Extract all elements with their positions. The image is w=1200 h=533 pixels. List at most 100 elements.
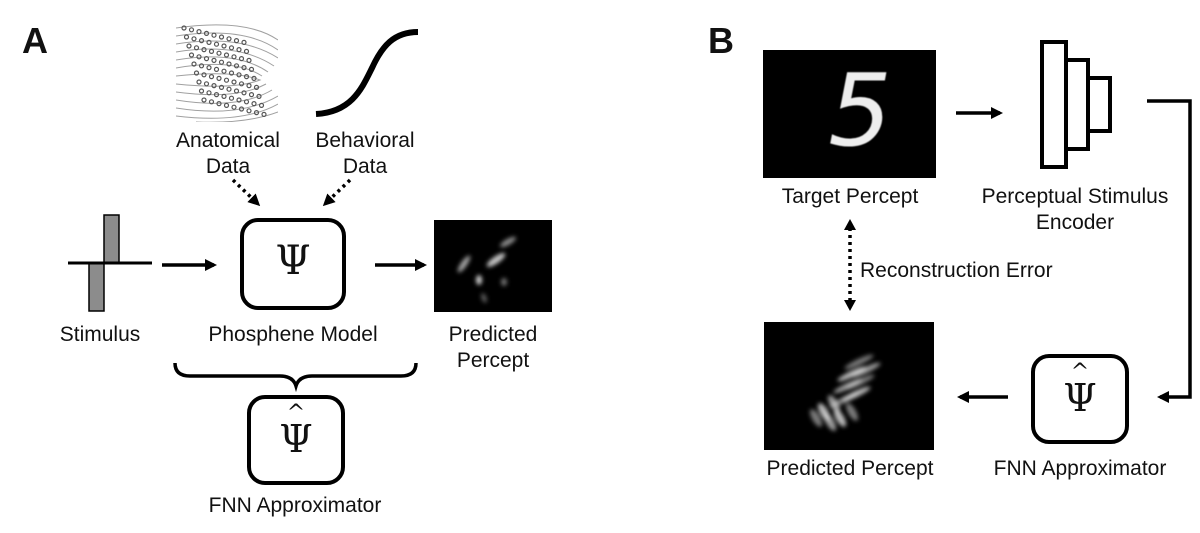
electrode-icon	[241, 90, 247, 96]
electrode-icon	[198, 63, 205, 69]
predicted-percept-b-image	[764, 322, 934, 450]
electrode-icon	[198, 38, 205, 44]
fnn-approximator-b-box: ^ Ψ	[1031, 354, 1129, 444]
electrode-icon	[221, 43, 227, 49]
electrode-icon	[213, 41, 220, 47]
electrode-icon	[246, 57, 252, 64]
electrode-icon	[248, 66, 255, 73]
encoder-label-line2: Encoder	[1035, 211, 1115, 234]
electrode-icon	[253, 109, 260, 116]
anatomical-data-label-line2: Data	[205, 155, 251, 178]
predicted-percept-a-image	[434, 220, 552, 312]
electrode-icon	[256, 93, 262, 100]
phosphene-streak	[809, 409, 823, 427]
electrode-icon	[206, 64, 212, 71]
electrode-icon	[233, 38, 240, 44]
psi-hat-symbol: Ψ	[279, 417, 313, 461]
anatomical-data-label-line1: Anatomical	[176, 129, 280, 152]
electrode-icon	[236, 72, 242, 78]
hat-symbol: ^	[286, 401, 306, 426]
electrode-icon	[228, 95, 235, 101]
electrode-icon	[231, 54, 237, 60]
electrode-icon	[191, 36, 197, 42]
electrode-icon	[226, 36, 232, 42]
electrode-icon	[181, 25, 187, 31]
electrode-icon	[216, 75, 222, 82]
electrode-icon	[203, 30, 210, 36]
target-percept-label: Target Percept	[781, 185, 919, 208]
electrode-icon	[201, 47, 207, 53]
phosphene-model-label: Phosphene Model	[208, 323, 378, 346]
electrode-icon	[261, 111, 267, 118]
fnn-approximator-b-label: FNN Approximator	[993, 457, 1167, 480]
electrode-icon	[226, 61, 232, 67]
electrode-icon	[211, 82, 217, 89]
electrode-icon	[198, 88, 205, 94]
electrode-icon	[241, 64, 247, 71]
phosphene-streak	[845, 403, 859, 421]
electrode-icon	[251, 75, 257, 82]
predicted-percept-a-label-line1: Predicted	[448, 323, 538, 346]
psi-symbol: Ψ	[275, 238, 311, 284]
electrode-icon	[208, 73, 215, 80]
electrode-icon	[248, 91, 255, 98]
electrode-icon	[246, 108, 252, 114]
electrode-icon	[251, 100, 257, 107]
electrode-icon	[228, 45, 235, 51]
electrode-icon	[233, 88, 240, 94]
behavioral-data-curve	[315, 29, 419, 117]
arrow-anatomical-to-model	[231, 178, 261, 207]
electrode-icon	[231, 79, 237, 85]
stimulus-waveform	[68, 214, 152, 312]
phosphene-streak	[827, 395, 841, 413]
target-percept-image: 5	[763, 50, 936, 178]
perceptual-stimulus-encoder-icon	[1040, 40, 1112, 169]
electrode-icon	[238, 106, 245, 112]
electrode-icon	[236, 97, 242, 103]
electrode-icon	[201, 97, 207, 103]
electrode-icon	[226, 86, 232, 92]
electrode-icon	[203, 81, 210, 87]
electrode-icon	[196, 79, 202, 85]
electrode-icon	[228, 70, 235, 76]
electrode-icon	[223, 102, 230, 109]
predicted-percept-b-label: Predicted Percept	[766, 457, 934, 480]
encoder-label-line1: Perceptual Stimulus	[981, 185, 1169, 208]
reconstruction-error-label: Reconstruction Error	[860, 259, 1053, 282]
anatomical-data-image	[176, 20, 278, 122]
panel-a-letter: A	[22, 20, 48, 61]
electrode-icon	[223, 77, 230, 83]
electrode-icon	[206, 39, 212, 45]
electrode-icon	[188, 27, 195, 33]
electrode-icon	[221, 68, 227, 74]
electrode-icon	[238, 81, 245, 87]
phosphene-streak	[844, 354, 874, 370]
electrode-icon	[208, 48, 215, 54]
reconstruction-error-arrowhead-down	[844, 300, 856, 311]
electrode-icon	[238, 55, 245, 62]
panel-b-letter: B	[708, 20, 734, 61]
phosphene-model-box: Ψ	[240, 218, 346, 310]
stimulus-label: Stimulus	[59, 323, 141, 346]
phosphene-streak	[833, 378, 863, 394]
connector-encoder-to-fnn	[1147, 99, 1192, 403]
electrode-icon	[216, 100, 222, 107]
electrode-icon	[241, 39, 247, 45]
fnn-approximator-a-box: ^ Ψ	[247, 395, 345, 485]
psi-hat-symbol: Ψ	[1063, 376, 1097, 420]
electrode-icon	[258, 102, 265, 109]
electrode-icon	[236, 47, 242, 53]
electrode-icon	[203, 55, 210, 62]
electrode-icon	[196, 29, 202, 35]
arrow-behavioral-to-model	[322, 178, 352, 207]
electrode-icon	[253, 84, 260, 91]
electrode-icon	[211, 32, 217, 38]
electrode-icon	[243, 73, 250, 80]
electrode-icon	[218, 59, 225, 65]
phosphene-streak	[833, 409, 847, 427]
electrode-icon	[243, 48, 250, 54]
electrode-icon	[191, 61, 197, 67]
electrode-icon	[218, 34, 225, 40]
reconstruction-error-arrowhead-up	[844, 219, 856, 230]
electrode-icon	[206, 90, 212, 96]
